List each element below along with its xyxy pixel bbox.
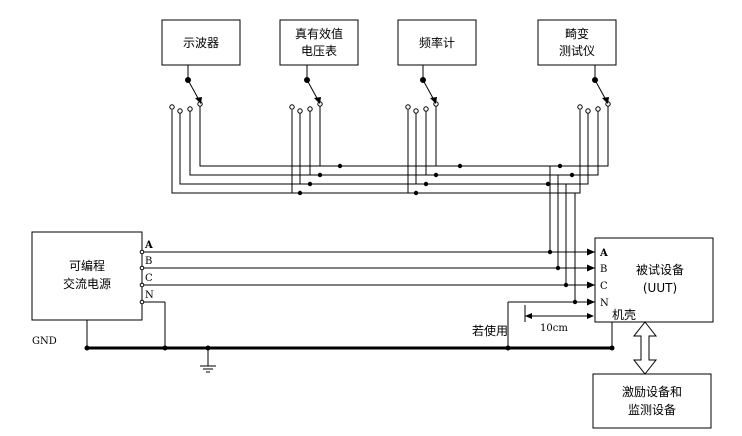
rms-voltmeter-box: [279, 19, 359, 66]
bidirectional-arrow: [632, 321, 658, 375]
rms-voltmeter-label-2: 电压表: [301, 44, 337, 58]
uut-phase-b: B: [600, 264, 607, 275]
instrument-rms-voltmeter: 真有效值 电压表: [279, 19, 359, 66]
source-phase-n: N: [145, 290, 154, 301]
unit-under-test: A B C N 被试设备 (UUT) 机壳: [594, 237, 714, 323]
distance-arrows: [525, 313, 594, 319]
selector-switch-3-arrow: [430, 97, 437, 104]
frequency-counter-label: 频率计: [419, 35, 455, 50]
measurement-bus: [171, 106, 609, 302]
selector-switch-2: [289, 65, 323, 124]
ground-junction-dots: [84, 345, 615, 351]
uut-label-1: 被试设备: [636, 262, 684, 277]
oscilloscope-label: 示波器: [183, 36, 219, 50]
distortion-analyzer-label-1: 畸变: [565, 26, 589, 41]
frequency-counter-box: [397, 19, 477, 66]
uut-chassis-label: 机壳: [612, 308, 636, 322]
source-phase-a: A: [144, 240, 153, 251]
selector-switch-3: [405, 65, 439, 124]
oscilloscope-box: [161, 19, 241, 66]
distortion-analyzer-box: [537, 19, 617, 66]
instrument-distortion-analyzer: 畸变 测试仪: [537, 19, 617, 66]
distance-dimension: [524, 305, 593, 322]
uut-label-2: (UUT): [643, 281, 677, 295]
ground-system: [86, 320, 613, 373]
distortion-analyzer-label-2: 测试仪: [559, 43, 595, 58]
monitor-equipment: 激励设备和 监测设备: [592, 373, 712, 429]
instrument-oscilloscope: 示波器: [161, 19, 241, 66]
monitor-label-1: 激励设备和: [622, 385, 682, 399]
bus-junction-dots: [297, 163, 578, 305]
instrument-frequency-counter: 频率计: [397, 19, 477, 66]
phase-lines: [142, 251, 595, 348]
ground-label: GND: [32, 336, 57, 347]
selector-switch-4: [577, 65, 611, 124]
monitor-box: [592, 373, 712, 429]
uut-input-arrows: [587, 248, 595, 306]
uut-box: [594, 237, 714, 323]
if-used-label: 若使用: [472, 323, 508, 338]
selector-switch-1: [169, 65, 203, 124]
distance-label: 10cm: [540, 323, 568, 334]
rms-voltmeter-label-1: 真有效值: [295, 26, 343, 41]
selector-switch-2-arrow: [314, 97, 321, 104]
uut-phase-c: C: [600, 281, 608, 292]
source-phase-b: B: [145, 256, 152, 267]
ac-source-box: [31, 231, 143, 321]
phase-terminals: [139, 249, 145, 305]
ac-source-label-2: 交流电源: [63, 276, 111, 291]
programmable-ac-source: 可编程 交流电源: [31, 231, 143, 321]
monitor-label-2: 监测设备: [628, 403, 676, 417]
source-phase-c: C: [145, 273, 153, 284]
ac-source-label-1: 可编程: [69, 258, 105, 273]
selector-switch-4-arrow: [602, 97, 609, 104]
selector-switch-1-arrow: [195, 97, 202, 104]
uut-phase-n: N: [600, 298, 609, 309]
uut-phase-a: A: [599, 248, 608, 259]
